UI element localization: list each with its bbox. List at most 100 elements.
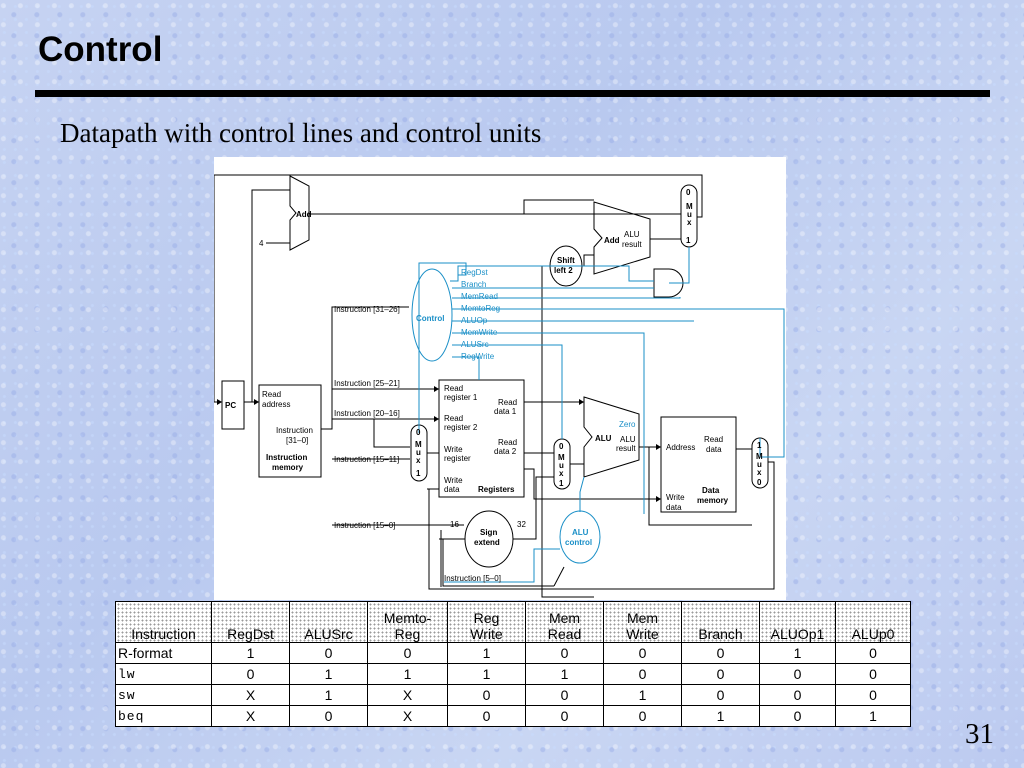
table-cell: 0 [603,705,682,727]
dmem-write-a: Write [666,493,685,502]
alu-res-a: ALU [620,435,636,444]
table-cell: X [367,684,448,706]
table-cell: 0 [759,705,836,727]
reg-read1-b: register 1 [444,393,478,402]
reg-read2-a: Read [444,414,463,423]
sign-label-1: Sign [480,528,497,537]
table-cell: 0 [289,642,368,664]
reg-read1-a: Read [444,384,463,393]
registers-label: Registers [478,485,515,494]
row-instruction-name: lw [115,663,212,685]
mux4-m: M [756,452,763,461]
bits-32: 32 [517,520,526,529]
mux1-x: x [687,218,692,227]
dmem-name-1: Data [702,486,720,495]
mux4-one: 1 [757,441,762,450]
dmem-read-b: data [706,445,722,454]
table-cell: 1 [367,663,448,685]
table-cell: X [367,705,448,727]
four-label: 4 [259,239,264,248]
instr-5-0: Instruction [5–0] [444,574,501,583]
table-cell: 0 [525,705,604,727]
control-label: Control [416,314,444,323]
bits-16: 16 [450,520,459,529]
table-cell: 0 [759,663,836,685]
reg-rd1-a: Read [498,398,517,407]
table-cell: 0 [681,642,760,664]
imem-instr-1: Instruction [276,426,313,435]
col-regdst: RegDst [211,601,290,643]
alu-control-2: control [565,538,592,547]
mux1-zero: 0 [686,188,691,197]
row-instruction-name: sw [115,684,212,706]
signal-memtoreg: MemtoReg [461,304,500,313]
title-rule [35,90,990,97]
mux2-one: 1 [416,469,421,478]
col-memtoreg: Memto-Reg [367,601,448,643]
signal-branch: Branch [461,280,486,289]
imem-name-1: Instruction [266,453,307,462]
reg-rd1-b: data 1 [494,407,517,416]
alu-control-1: ALU [572,528,589,537]
mux3-zero: 0 [559,442,564,451]
table-cell: 0 [681,684,760,706]
mux2-x: x [416,456,421,465]
mux4-u: u [757,460,762,469]
table-cell: 1 [603,684,682,706]
row-instruction-name: beq [115,705,212,727]
shift-label-2: left 2 [554,266,573,275]
table-cell: 1 [447,642,526,664]
slide-title: Control [38,30,163,69]
signal-memread: MemRead [461,292,498,301]
signal-regdst: RegDst [461,268,488,277]
add-branch-alu: ALU [624,230,640,239]
table-cell: 0 [447,705,526,727]
table-cell: 1 [289,663,368,685]
reg-write-a: Write [444,445,463,454]
signal-alusrc: ALUSrc [461,340,489,349]
dmem-write-b: data [666,503,682,512]
dmem-read-a: Read [704,435,723,444]
instr-31-26: Instruction [31–26] [334,305,400,314]
mux1-m: M [686,202,693,211]
add-branch-result: result [622,240,642,249]
table-cell: X [211,705,290,727]
row-instruction-name: R-format [115,642,212,664]
alu-label: ALU [595,434,612,443]
table-cell: 1 [447,663,526,685]
mux3-u: u [559,461,564,470]
table-cell: 0 [525,684,604,706]
table-cell: 0 [525,642,604,664]
mux2-zero: 0 [416,428,421,437]
table-cell: 1 [211,642,290,664]
instr-20-16: Instruction [20–16] [334,409,400,418]
mux4-x: x [757,468,762,477]
col-alusrc: ALUSrc [289,601,368,643]
imem-read-2: address [262,400,290,409]
imem-read-1: Read [262,390,281,399]
reg-wdata-b: data [444,485,460,494]
table-cell: 0 [835,642,911,664]
alu-res-b: result [616,444,636,453]
table-cell: 1 [759,642,836,664]
table-cell: 0 [603,642,682,664]
add-branch-label: Add [604,236,620,245]
table-cell: 1 [525,663,604,685]
table-cell: 0 [603,663,682,685]
table-cell: 0 [447,684,526,706]
zero-label: Zero [619,420,636,429]
table-cell: 0 [289,705,368,727]
col-branch: Branch [681,601,760,643]
table-cell: 0 [681,663,760,685]
datapath-diagram: PC Add 4 Add ALU result Shift left 2 Con… [214,157,786,600]
table-cell: 0 [211,663,290,685]
table-cell: 0 [367,642,448,664]
mux4-zero: 0 [757,478,762,487]
signal-regwrite: RegWrite [461,352,495,361]
col-aluop1: ALUOp1 [759,601,836,643]
